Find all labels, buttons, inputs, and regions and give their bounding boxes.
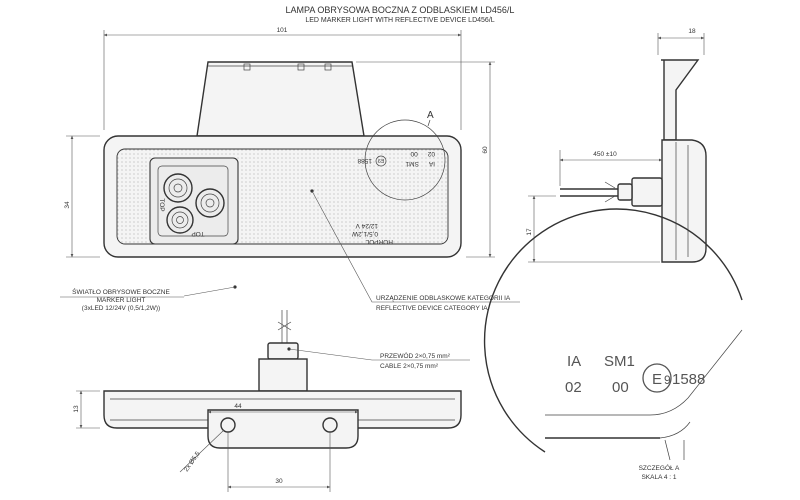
dim-body-height: 34 bbox=[64, 201, 71, 209]
dim-cable-length: 450 ±10 bbox=[593, 151, 617, 158]
front-power: 0,5/1,2W bbox=[351, 230, 378, 237]
callout-marker-pl: ŚWIATŁO OBRYSOWE BOCZNE bbox=[72, 287, 170, 296]
callout-marker-en: MARKER LIGHT bbox=[97, 297, 146, 304]
callout-reflector-en: REFLECTIVE DEVICE CATEGORY IA bbox=[376, 305, 488, 312]
front-approval: 1588 bbox=[357, 157, 372, 164]
led-cluster bbox=[163, 173, 225, 234]
detail-scale: SKALA 4 : 1 bbox=[641, 474, 676, 481]
detail-code-ia: IA bbox=[567, 353, 581, 370]
dim-depth: 18 bbox=[688, 28, 696, 35]
callout-cable-en: CABLE 2×0,75 mm² bbox=[380, 363, 439, 370]
dim-cable-offset: 17 bbox=[526, 228, 533, 236]
side-view: 18 450 ±10 17 bbox=[526, 28, 707, 263]
front-brand: HORPOL bbox=[365, 238, 393, 245]
detail-e-letter: E bbox=[652, 371, 662, 388]
bottom-view: PRZEWÓD 2×0,75 mm² CABLE 2×0,75 mm² 13 4… bbox=[73, 310, 470, 492]
detail-e-number: 9 bbox=[664, 373, 671, 387]
top-label-left: TOP bbox=[158, 198, 165, 211]
top-label-bottom: TOP bbox=[191, 230, 204, 237]
dim-profile-height: 13 bbox=[73, 405, 80, 413]
dim-holes: 2x Ø5,5 bbox=[183, 450, 202, 473]
dim-bracket-width: 44 bbox=[234, 403, 242, 410]
front-voltage: 12/24 V bbox=[355, 222, 378, 229]
detail-reference: A bbox=[427, 110, 434, 121]
detail-code-00: 00 bbox=[612, 379, 629, 396]
detail-code-02: 02 bbox=[565, 379, 582, 396]
front-view: TOP TOP IASM1 0200 E9 1588 HORPOL 12/24 … bbox=[103, 61, 462, 289]
detail-caption: SZCZEGÓŁ A bbox=[639, 463, 680, 472]
dim-overall-width: 101 bbox=[277, 27, 288, 34]
title-line-2: LED MARKER LIGHT WITH REFLECTIVE DEVICE … bbox=[305, 17, 494, 24]
detail-code-sm1: SM1 bbox=[604, 353, 635, 370]
title-line-1: LAMPA OBRYSOWA BOCZNA Z ODBLASKIEM LD456… bbox=[286, 5, 515, 15]
callout-marker-spec: (3xLED 12/24V (0,5/1,2W)) bbox=[82, 305, 160, 312]
callout-reflector-pl: URZĄDZENIE ODBLASKOWE KATEGORII IA bbox=[376, 295, 511, 302]
callout-cable-pl: PRZEWÓD 2×0,75 mm² bbox=[380, 351, 451, 360]
dim-overall-height: 60 bbox=[482, 146, 489, 154]
front-code-row2: 0200 bbox=[410, 150, 435, 157]
front-dimensions: 101 60 34 bbox=[64, 27, 495, 258]
detail-approval: 1588 bbox=[672, 371, 705, 388]
callouts: ŚWIATŁO OBRYSOWE BOCZNE MARKER LIGHT (3x… bbox=[60, 190, 520, 312]
detail-a: IA SM1 02 00 E 9 1588 SZCZEGÓŁ A SKALA 4… bbox=[483, 208, 743, 481]
dim-hole-spacing: 30 bbox=[275, 478, 283, 485]
front-code-row1: IASM1 bbox=[405, 160, 435, 167]
front-e-mark: E9 bbox=[378, 157, 384, 163]
